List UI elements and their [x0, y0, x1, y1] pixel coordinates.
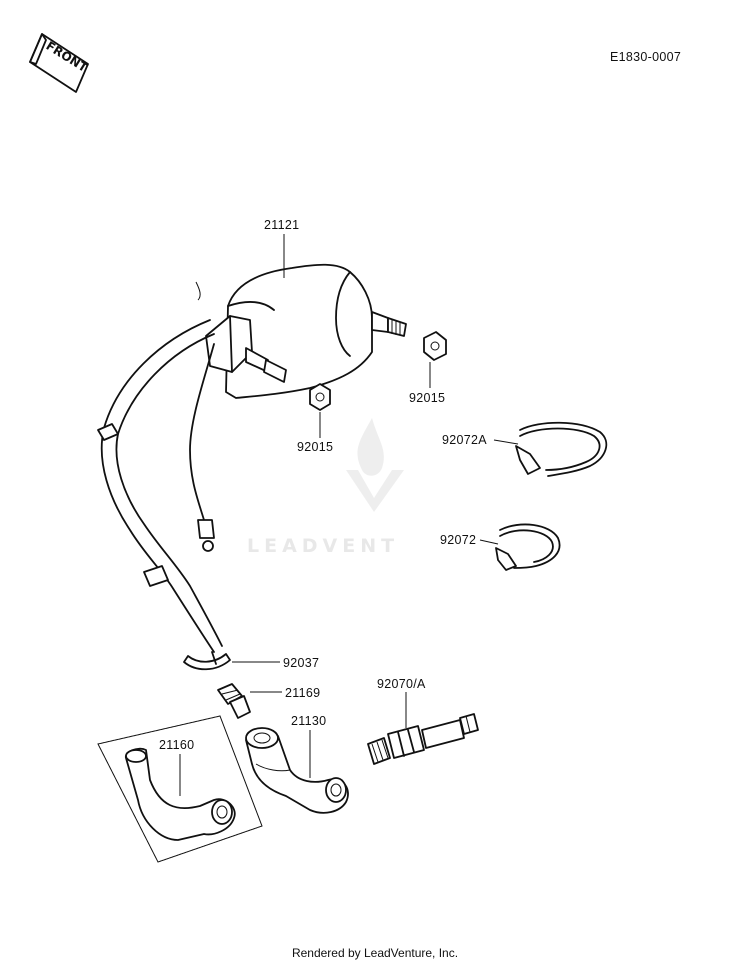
ground-wire	[189, 343, 215, 552]
high-tension-lead	[97, 319, 223, 653]
diagram-id: E1830-0007	[610, 50, 682, 64]
label-21121[interactable]: 21121	[264, 218, 300, 232]
nut-lower-icon	[309, 383, 331, 411]
watermark-logo-icon	[346, 418, 404, 512]
label-92015-upper[interactable]: 92015	[409, 391, 446, 405]
nut-upper-icon	[423, 331, 447, 361]
clamp-icon	[183, 651, 231, 671]
label-92072a[interactable]: 92072A	[442, 433, 487, 447]
label-21130[interactable]: 21130	[291, 714, 327, 728]
label-92037[interactable]: 92037	[283, 656, 320, 670]
watermark-text: LEADVENT	[247, 535, 400, 557]
leader-92072a	[493, 439, 519, 445]
spark-plug	[367, 713, 479, 765]
plug-cap	[245, 727, 349, 814]
footer-credit: Rendered by LeadVenture, Inc.	[291, 946, 459, 960]
leader-92072	[479, 539, 499, 545]
label-92070a[interactable]: 92070/A	[377, 677, 426, 691]
plug-cap-alt-group	[97, 715, 263, 863]
band-92072-icon	[495, 523, 561, 571]
band-92072a-icon	[515, 421, 608, 477]
ignition-coil	[205, 263, 407, 399]
label-92015-lower[interactable]: 92015	[297, 440, 334, 454]
coil-top-lead	[195, 281, 201, 301]
label-21169[interactable]: 21169	[285, 686, 321, 700]
front-arrow-icon: FRONT	[29, 33, 91, 93]
connector-icon	[217, 683, 251, 719]
label-21160[interactable]: 21160	[159, 738, 195, 752]
label-92072[interactable]: 92072	[440, 533, 477, 547]
